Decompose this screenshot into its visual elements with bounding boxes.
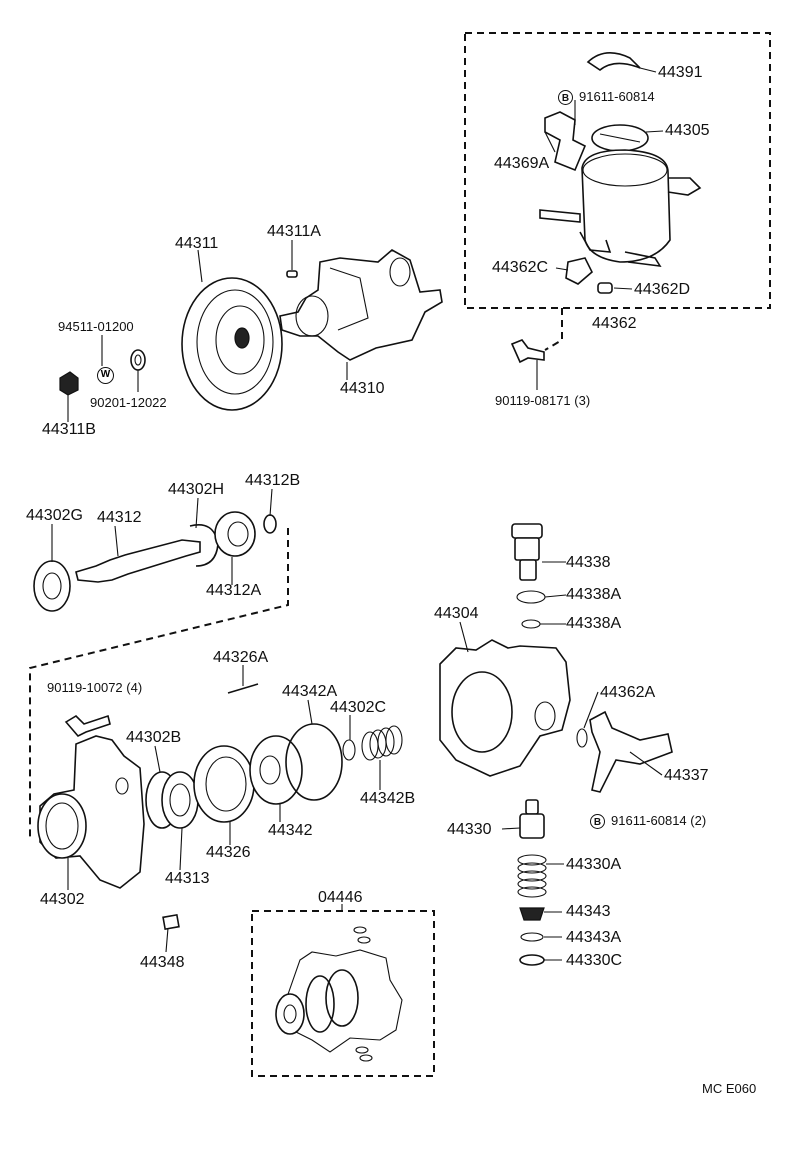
seal-kit-box (251, 910, 435, 1077)
shaft-link-dashed (29, 528, 289, 840)
label-44338A-2: 44338A (566, 615, 622, 632)
label-90119-10072: 90119-10072 (4) (47, 680, 143, 695)
pump-44310 (279, 249, 443, 361)
key-44311A (286, 270, 298, 278)
bolt-mark-icon-2: B (590, 814, 605, 830)
label-44312A: 44312A (206, 582, 262, 599)
valve-44338 (511, 523, 543, 581)
shaft-44312 (75, 539, 201, 583)
oring-44343A (520, 932, 544, 942)
pipe-44362D (597, 282, 613, 294)
reservoir-group-box (464, 32, 771, 309)
seal-kit-04446-parts (275, 926, 403, 1062)
cam-ring-44326 (193, 745, 255, 823)
oil-seal-44302G (33, 560, 71, 612)
label-44342A: 44342A (282, 683, 338, 700)
plate-44342 (249, 735, 303, 805)
label-44302H: 44302H (168, 481, 225, 498)
label-44391: 44391 (658, 64, 703, 81)
label-44362A: 44362A (600, 684, 656, 701)
label-44330A: 44330A (566, 856, 622, 873)
reservoir-bolt-dashed (544, 308, 563, 351)
label-04446: 04446 (318, 889, 363, 906)
reservoir-body (581, 149, 671, 263)
label-44311B: 44311B (42, 421, 96, 438)
label-44310: 44310 (340, 380, 385, 397)
grommet-44362C (565, 257, 593, 285)
clamp-44391 (586, 52, 641, 71)
spring-44330A (517, 854, 547, 898)
label-44305: 44305 (665, 122, 710, 139)
label-44342: 44342 (268, 822, 313, 839)
spring-44342B (361, 725, 403, 761)
front-housing-44302 (37, 735, 145, 889)
label-44338A-1: 44338A (566, 586, 622, 603)
label-44304: 44304 (434, 605, 479, 622)
oring-44302C (342, 739, 356, 761)
ring-44312B (263, 514, 277, 534)
label-44326: 44326 (206, 844, 251, 861)
label-44302C: 44302C (330, 699, 387, 716)
union-44337 (589, 710, 673, 793)
washer-90201-12022 (130, 349, 146, 371)
label-44342B: 44342B (360, 790, 416, 807)
label-44313: 44313 (165, 870, 210, 887)
pulley-44311 (181, 277, 283, 411)
bolt-mark-icon: B (558, 90, 573, 106)
label-44311: 44311 (175, 235, 219, 252)
label-44330C: 44330C (566, 952, 623, 969)
label-94511-01200: 94511-01200 (58, 319, 134, 334)
label-44338: 44338 (566, 554, 611, 571)
label-44311A: 44311A (267, 223, 321, 240)
label-44302B: 44302B (126, 729, 182, 746)
rotor-44313 (161, 771, 199, 829)
relief-valve-44330 (519, 799, 545, 839)
label-44302: 44302 (40, 891, 85, 908)
housing-44304 (439, 639, 571, 777)
label-44343A: 44343A (566, 929, 622, 946)
label-44348: 44348 (140, 954, 185, 971)
plate-44348 (162, 913, 180, 931)
pin-44326A (227, 683, 259, 694)
label-44302G: 44302G (26, 507, 83, 524)
leader-lines (51, 67, 664, 961)
label-44312B: 44312B (245, 472, 301, 489)
bolt-90119-10072 (64, 714, 111, 737)
label-44330: 44330 (447, 821, 492, 838)
label-44369A: 44369A (494, 155, 550, 172)
label-44362C: 44362C (492, 259, 549, 276)
label-90201-12022: 90201-12022 (90, 395, 167, 410)
label-44362: 44362 (592, 315, 637, 332)
bearing-44312A (214, 511, 256, 557)
snap-ring-44330C (519, 954, 545, 966)
bracket-44369A (544, 111, 587, 172)
label-90119-08171: 90119-08171 (3) (495, 393, 591, 408)
label-44337: 44337 (664, 767, 709, 784)
washer-mark-icon: W (97, 367, 114, 384)
label-44362D: 44362D (634, 281, 691, 298)
label-44312: 44312 (97, 509, 142, 526)
footer-code: MC E060 (702, 1081, 757, 1096)
oring-44362A (576, 728, 588, 748)
label-44326A: 44326A (213, 649, 269, 666)
bolt-90119-08171 (510, 339, 545, 364)
oring-44342A (285, 723, 343, 801)
nut-44311B (59, 371, 79, 396)
plug-44343 (519, 907, 545, 921)
label-44343: 44343 (566, 903, 611, 920)
oring-44338A-2 (521, 619, 541, 629)
oring-44338A-1 (516, 590, 546, 604)
